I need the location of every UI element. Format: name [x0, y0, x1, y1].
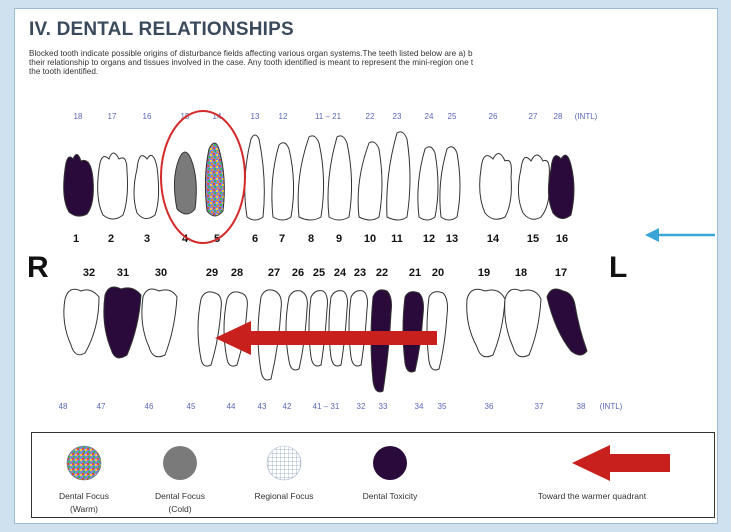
- tooth-5: [205, 143, 224, 216]
- tooth-4: [174, 152, 196, 214]
- dental-relationships-page: IV. DENTAL RELATIONSHIPS Blocked tooth i…: [14, 8, 718, 524]
- tooth-18: [505, 289, 541, 357]
- tooth-23: [349, 291, 368, 366]
- tooth-20: [427, 292, 448, 370]
- tooth-29: [198, 292, 221, 366]
- tooth-9: [328, 136, 352, 220]
- side-pointer-arrow: [645, 228, 715, 242]
- toxicity-swatch: [373, 446, 407, 480]
- tooth-25: [309, 291, 328, 366]
- legend-swatches: [32, 433, 716, 493]
- tooth-13: [440, 147, 460, 220]
- tooth-17: [547, 289, 587, 355]
- toxicity-label: Dental Toxicity: [363, 491, 418, 501]
- tooth-6: [245, 135, 265, 220]
- tooth-19: [467, 289, 505, 357]
- tooth-15: [518, 155, 549, 219]
- tooth-2: [98, 153, 128, 219]
- warm-focus-sublabel: (Warm): [70, 504, 98, 514]
- cold-focus-label: Dental Focus: [155, 491, 205, 501]
- tooth-11: [387, 132, 410, 220]
- tooth-8: [298, 136, 323, 220]
- regional-focus-label: Regional Focus: [254, 491, 313, 501]
- highlight-circle: [161, 111, 245, 243]
- tooth-14: [480, 153, 512, 219]
- tooth-12: [418, 147, 438, 220]
- tooth-26: [286, 291, 307, 370]
- legend: Dental Focus (Warm) Dental Focus (Cold) …: [31, 432, 715, 518]
- tooth-3: [134, 155, 159, 218]
- legend-arrow-icon: [572, 445, 670, 481]
- warm-focus-label: Dental Focus: [59, 491, 109, 501]
- regional-focus-swatch: [267, 446, 301, 480]
- tooth-1: [64, 154, 94, 216]
- legend-arrow-label: Toward the warmer quadrant: [538, 491, 646, 501]
- cold-focus-sublabel: (Cold): [168, 504, 191, 514]
- tooth-32: [64, 289, 99, 355]
- tooth-24: [329, 291, 348, 366]
- warm-focus-swatch: [67, 446, 101, 480]
- tooth-30: [142, 289, 177, 357]
- tooth-16: [548, 155, 574, 218]
- tooth-7: [272, 143, 294, 220]
- dental-chart: [15, 9, 718, 429]
- tooth-10: [358, 142, 382, 220]
- cold-focus-swatch: [163, 446, 197, 480]
- tooth-31: [104, 287, 141, 358]
